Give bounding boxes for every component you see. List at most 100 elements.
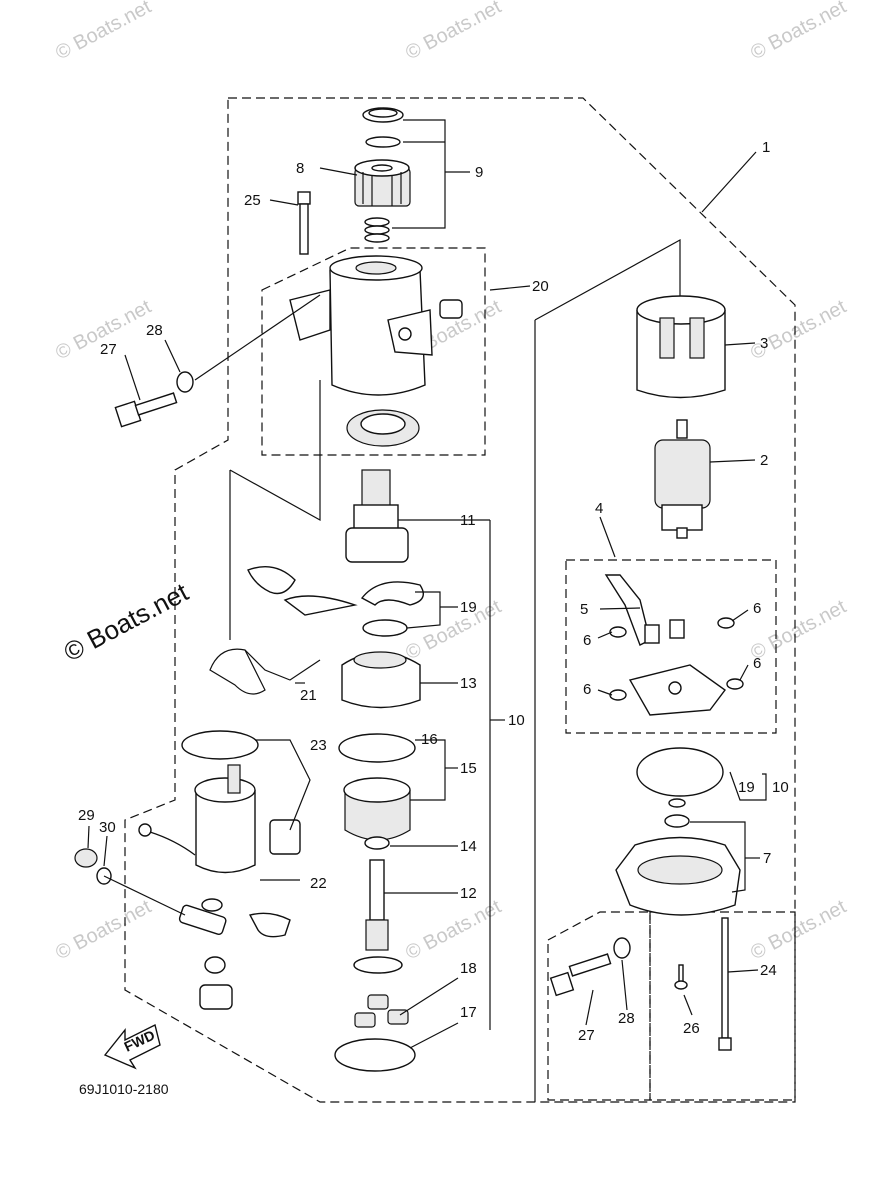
part-spring-6 <box>609 626 627 638</box>
part-brush-clip <box>209 648 266 695</box>
part-rear-cover <box>615 836 741 916</box>
part-cap <box>199 984 233 1010</box>
callout-20: 20 <box>532 278 549 295</box>
part-through-bolt-25 <box>297 191 311 255</box>
callout-17: 17 <box>460 1004 477 1021</box>
watermark: © Boats.net <box>747 596 850 665</box>
callout-18: 18 <box>460 960 477 977</box>
part-bolt-27 <box>114 392 178 428</box>
callout-1: 1 <box>762 139 770 156</box>
part-internal-gear-15 <box>343 777 411 841</box>
part-spring <box>364 217 390 243</box>
group-box-20 <box>261 247 486 456</box>
part-through-bolt-24 <box>718 917 732 1051</box>
part-plate-23 <box>181 730 259 760</box>
part-washer <box>668 798 686 808</box>
part-armature <box>654 419 711 539</box>
part-front-housing <box>289 255 463 396</box>
part-ring-14 <box>364 836 390 850</box>
callout-6: 6 <box>753 600 761 617</box>
callout-15: 15 <box>460 760 477 777</box>
part-ring <box>365 136 401 148</box>
part-bearing <box>346 409 420 447</box>
callout-5: 5 <box>580 601 588 618</box>
group-box-24 <box>547 911 651 1101</box>
part-bolt-27-right <box>549 953 612 997</box>
callout-6: 6 <box>753 655 761 672</box>
part-brush-21 <box>247 566 296 595</box>
part-spring-6 <box>726 678 744 690</box>
part-planet-gear <box>354 1012 376 1028</box>
part-magnetic-switch <box>138 764 256 874</box>
part-nut-29 <box>74 848 98 868</box>
callout-10: 10 <box>508 712 525 729</box>
bracket-19-10 <box>762 773 767 801</box>
part-yoke <box>636 295 726 399</box>
callout-6: 6 <box>583 632 591 649</box>
part-nut <box>204 956 226 974</box>
callout-14: 14 <box>460 838 477 855</box>
callout-27: 27 <box>578 1027 595 1044</box>
callout-13: 13 <box>460 675 477 692</box>
group-box-24-right <box>649 911 796 1101</box>
assembly-boundary <box>124 97 796 1103</box>
callout-9: 9 <box>475 164 483 181</box>
callout-6: 6 <box>583 681 591 698</box>
part-washer-28-right <box>613 937 631 959</box>
callout-11: 11 <box>460 512 476 529</box>
callout-16: 16 <box>421 731 438 748</box>
callout-28: 28 <box>618 1010 635 1027</box>
part-spring-6 <box>609 689 627 701</box>
part-drive-shaft <box>345 469 409 563</box>
watermark: © Boats.net <box>747 896 850 965</box>
callout-8: 8 <box>296 160 304 177</box>
leader-lines <box>87 119 762 1049</box>
callout-26: 26 <box>683 1020 700 1037</box>
callout-23: 23 <box>310 737 327 754</box>
part-circlip <box>362 107 404 123</box>
part-washer-19 <box>362 619 408 637</box>
callout-24: 24 <box>760 962 777 979</box>
part-bushing-7 <box>664 814 690 828</box>
part-screw-26 <box>674 964 688 990</box>
callout-3: 3 <box>760 335 768 352</box>
callout-29: 29 <box>78 807 95 824</box>
part-brush-21 <box>283 595 358 616</box>
part-planet-gear <box>367 994 389 1010</box>
watermark: © Boats.net <box>52 0 155 64</box>
fwd-arrow-icon: FWD <box>103 1023 161 1070</box>
part-washer <box>201 898 223 912</box>
part-plate-19 <box>636 747 724 797</box>
part-planet-carrier <box>341 651 421 709</box>
watermarks: © Boats.net © Boats.net © Boats.net © Bo… <box>52 0 850 964</box>
callout-19: 19 <box>460 599 477 616</box>
callout-28: 28 <box>146 322 163 339</box>
part-boot <box>248 912 291 938</box>
part-washer-28 <box>176 371 194 393</box>
group-box-4 <box>565 559 777 734</box>
part-gasket-16 <box>338 733 416 763</box>
callout-27: 27 <box>100 341 117 358</box>
part-gear-shaft <box>353 859 403 974</box>
part-code: 69J1010-2180 <box>79 1081 169 1097</box>
callout-25: 25 <box>244 192 261 209</box>
watermark: © Boats.net <box>402 0 505 64</box>
callout-2: 2 <box>760 452 768 469</box>
callout-numbers: 1 2 3 4 5 6 6 6 6 7 8 9 10 10 11 12 13 1… <box>78 139 789 1044</box>
callout-12: 12 <box>460 885 477 902</box>
part-brush-holder <box>604 574 726 716</box>
callout-30: 30 <box>99 819 116 836</box>
part-circlip-19 <box>360 581 424 606</box>
part-spring-6 <box>717 617 735 629</box>
callout-4: 4 <box>595 500 603 517</box>
callout-10: 10 <box>772 779 789 796</box>
part-cap-23 <box>269 819 301 855</box>
callout-21: 21 <box>300 687 317 704</box>
watermark: © Boats.net <box>747 0 850 64</box>
watermark: © Boats.net <box>52 896 155 965</box>
part-pinion-gear <box>354 159 411 207</box>
callout-19: 19 <box>738 779 755 796</box>
part-plate-17 <box>334 1038 416 1072</box>
watermark-main: © Boats.net <box>59 576 194 667</box>
